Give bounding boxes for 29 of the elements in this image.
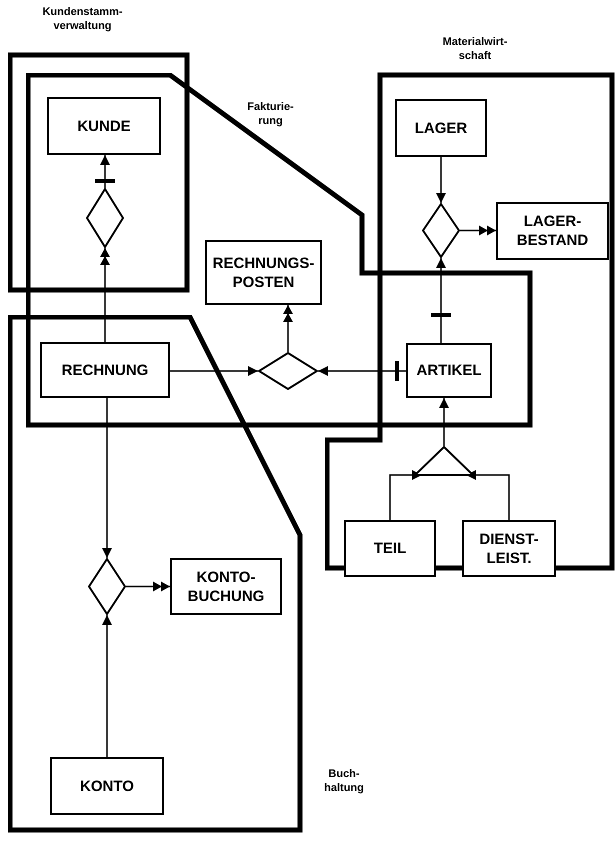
relationship-diamond — [88, 558, 126, 615]
entity-box: DIENST- LEIST. — [462, 520, 556, 577]
arrow — [102, 615, 112, 757]
arrow — [466, 470, 510, 520]
relationship-diamond — [258, 352, 318, 390]
entity-box: ARTIKEL — [406, 343, 492, 398]
arrow — [100, 155, 110, 188]
entity-box: TEIL — [344, 520, 436, 577]
entity-box: KONTO — [50, 757, 164, 815]
entity-box: RECHNUNGS- POSTEN — [205, 240, 322, 305]
relationship-diamond — [86, 188, 124, 248]
arrow — [436, 157, 446, 203]
arrow — [436, 258, 446, 343]
arrow — [102, 398, 112, 558]
entity-box: KONTO- BUCHUNG — [170, 558, 282, 615]
arrow — [439, 398, 449, 446]
arrow — [170, 366, 258, 376]
relationship-diamond — [422, 203, 460, 258]
entity-box: KUNDE — [47, 97, 161, 155]
entity-box: RECHNUNG — [40, 342, 170, 398]
arrow — [318, 366, 406, 376]
entity-box: LAGER- BESTAND — [496, 202, 609, 260]
entity-box: LAGER — [395, 99, 487, 157]
generalization-triangle — [414, 446, 474, 476]
arrow — [389, 470, 422, 520]
region-heading: Kundenstamm- verwaltung — [41, 5, 124, 33]
region-heading: Fakturie- rung — [246, 100, 295, 128]
region-heading: Materialwirt- schaft — [442, 35, 508, 63]
region-heading: Buch- haltung — [323, 767, 365, 795]
